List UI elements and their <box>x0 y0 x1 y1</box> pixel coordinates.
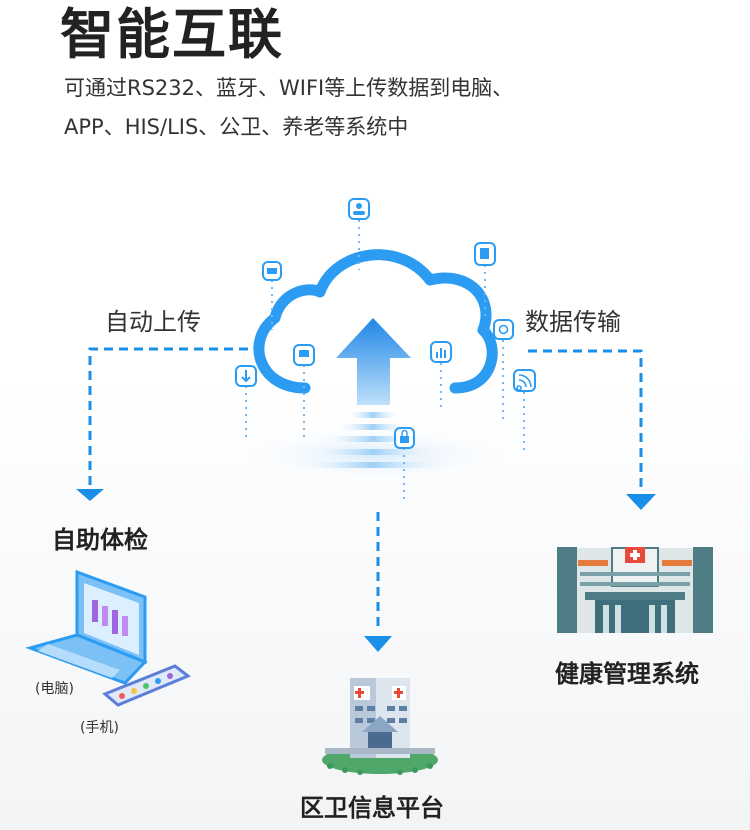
upload-steps <box>290 412 456 468</box>
community-hospital-icon <box>322 678 438 775</box>
laptop-icon <box>25 569 148 685</box>
device-phone-label: (手机) <box>80 720 119 736</box>
wifi-signal-icon <box>513 369 536 392</box>
user-icon <box>348 198 370 220</box>
label-auto-upload: 自动上传 <box>105 308 201 336</box>
dashed-connectors <box>88 347 643 632</box>
message-icon <box>262 261 282 281</box>
hospital-building-icon <box>557 547 713 633</box>
node-self-check: 自助体检 <box>52 526 148 554</box>
arrow-down-center-icon <box>364 636 392 652</box>
node-community-health-platform: 区卫信息平台 <box>300 794 444 822</box>
label-data-transfer: 数据传输 <box>525 308 621 336</box>
refresh-icon <box>493 319 514 340</box>
cloud-icon <box>253 249 498 394</box>
subtitle-line-1: 可通过RS232、蓝牙、WIFI等上传数据到电脑、 <box>64 76 514 100</box>
subtitle-line-2: APP、HIS/LIS、公卫、养老等系统中 <box>64 115 409 139</box>
download-icon <box>235 365 257 387</box>
phone-icon <box>102 664 191 707</box>
upload-arrow-icon <box>336 318 411 405</box>
arrow-down-left-icon <box>76 489 104 501</box>
document-icon <box>474 242 496 266</box>
device-pc-label: (电脑) <box>35 681 74 697</box>
page-title: 智能互联 <box>60 3 284 66</box>
node-health-management-system: 健康管理系统 <box>555 660 699 688</box>
bar-chart-icon <box>430 341 452 363</box>
lock-icon <box>394 427 415 449</box>
monitor-icon <box>293 344 315 366</box>
icon-connector-lines <box>245 220 525 500</box>
arrow-down-right-icon <box>626 494 656 510</box>
